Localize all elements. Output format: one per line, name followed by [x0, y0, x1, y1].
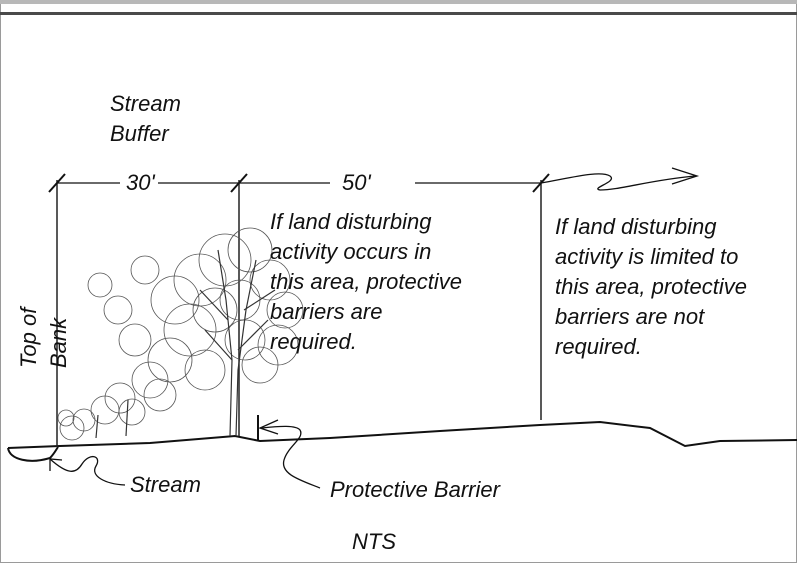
stream-buffer-label: Stream Buffer: [110, 91, 181, 146]
inner-zone-note: If land disturbing activity occurs in th…: [270, 209, 462, 354]
top-of-bank-label: Top of Bank: [16, 307, 71, 368]
tick-1: [48, 173, 66, 193]
extends-arrow: [540, 173, 696, 191]
protective-barrier-label: Protective Barrier: [330, 477, 500, 502]
tick-2: [230, 173, 248, 193]
ground-line: [7, 420, 797, 449]
barrier-arrowhead: [258, 419, 279, 435]
barrier-pointer: [261, 425, 321, 489]
top-rule-dark: [0, 12, 797, 15]
extends-arrowhead: [671, 167, 700, 185]
stream-pointer: [49, 456, 126, 486]
dim-30-label: 30': [126, 170, 155, 195]
dim-50-label: 50': [342, 170, 371, 195]
top-rule-light: [0, 0, 797, 4]
tree-trunk: [95, 249, 276, 439]
vegetation: [57, 227, 304, 441]
stream-channel: [7, 446, 59, 462]
stream-arrowhead: [49, 458, 63, 471]
nts-label: NTS: [352, 529, 396, 554]
stream-label: Stream: [130, 472, 201, 497]
outer-zone-note: If land disturbing activity is limited t…: [555, 214, 747, 359]
